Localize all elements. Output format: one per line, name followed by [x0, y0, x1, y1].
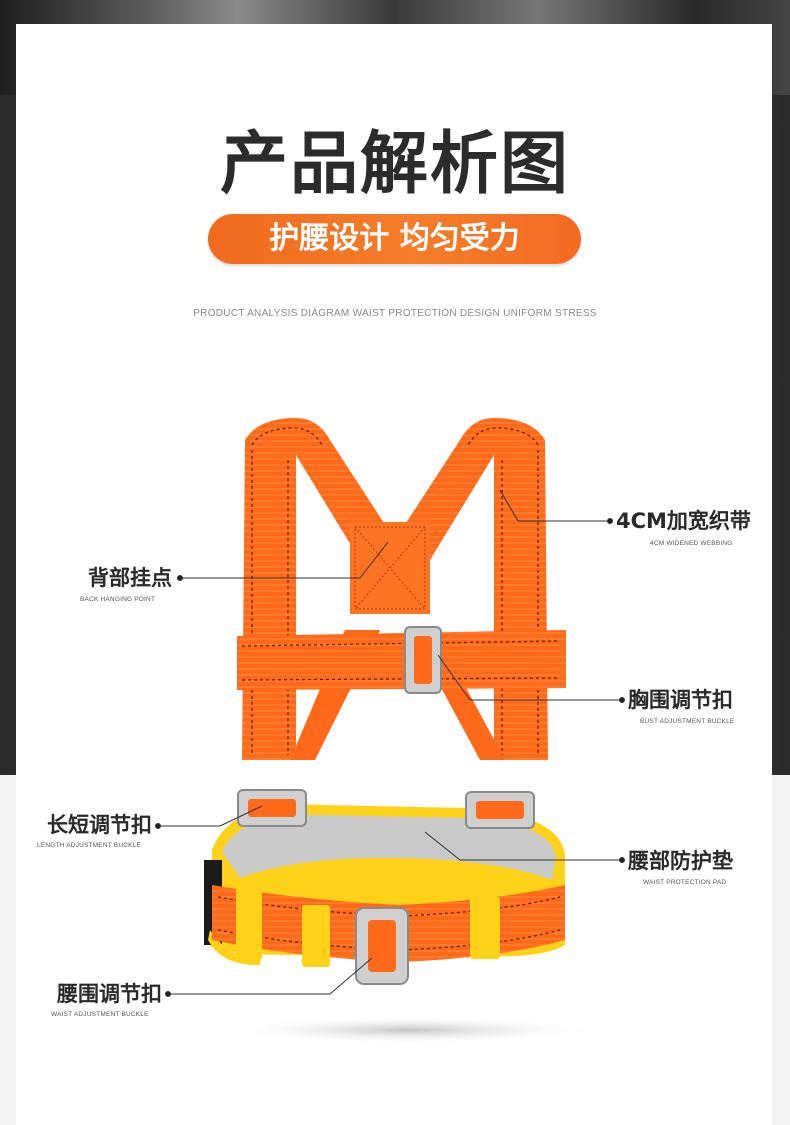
callout-back-point-sub: BACK HANGING POINT — [80, 596, 156, 603]
page-title: 产品解析图 — [219, 125, 570, 204]
callout-back-point-label: 背部挂点 — [88, 566, 172, 590]
ground-shadow — [220, 1016, 600, 1044]
callout-waist-buckle-label: 腰围调节扣 — [57, 982, 162, 1006]
callout-length-buckle-sub: LENGTH ADJUSTMENT BUCKLE — [37, 842, 142, 849]
callout-length-buckle-label: 长短调节扣 — [47, 813, 152, 837]
callout-bust-buckle-label: 胸围调节扣 — [628, 688, 733, 712]
back-hanging-pad — [350, 522, 430, 614]
feature-pill: 护腰设计 均匀受力 — [208, 214, 581, 264]
chest-strap — [237, 630, 566, 690]
callout-leaders — [155, 489, 625, 997]
length-buckle-right — [465, 791, 535, 829]
waist-buckle — [355, 907, 409, 985]
callout-bust-buckle-sub: BUST ADJUSTMENT BUCKLE — [640, 718, 735, 725]
callout-waist-pad-label: 腰部防护垫 — [628, 849, 733, 873]
callout-webbing-label: 4CM加宽织带 — [616, 509, 751, 533]
chest-buckle — [404, 626, 442, 694]
english-subtitle: PRODUCT ANALYSIS DIAGRAM WAIST PROTECTIO… — [193, 308, 597, 319]
length-buckle-left — [237, 789, 307, 827]
callout-webbing-sub: 4CM WIDENED WEBBING — [650, 540, 733, 547]
callout-waist-pad-sub: WAIST PROTECTION PAD — [643, 879, 727, 886]
callout-waist-buckle-sub: WAIST ADJUSTMENT BUCKLE — [51, 1011, 149, 1018]
